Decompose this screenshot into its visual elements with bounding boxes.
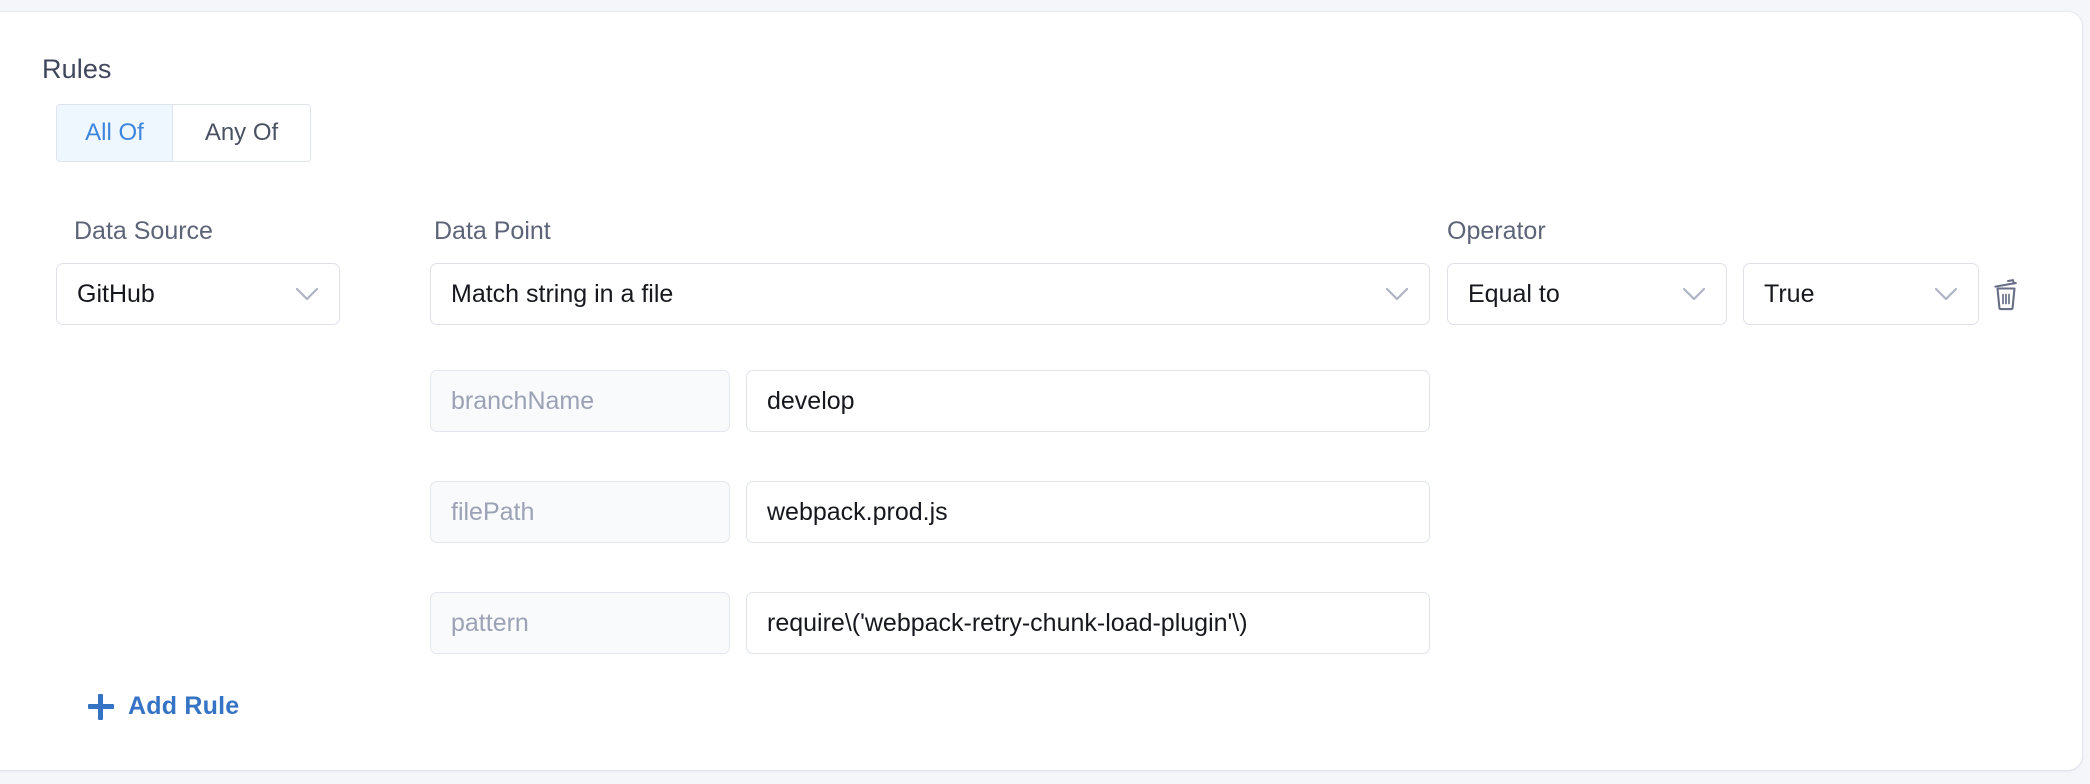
column-label-operator: Operator bbox=[1447, 217, 1546, 245]
add-rule-button[interactable]: Add Rule bbox=[88, 692, 239, 721]
param-value-field[interactable]: require\('webpack-retry-chunk-load-plugi… bbox=[746, 592, 1430, 654]
match-mode-toggle[interactable]: All Of Any Of bbox=[56, 104, 311, 162]
param-value-text: webpack.prod.js bbox=[767, 497, 948, 526]
page-title: Rules bbox=[42, 54, 112, 84]
chevron-down-icon bbox=[287, 263, 327, 325]
param-value-text: require\('webpack-retry-chunk-load-plugi… bbox=[767, 608, 1248, 637]
data-point-value: Match string in a file bbox=[451, 279, 674, 308]
param-key-field[interactable]: branchName bbox=[430, 370, 730, 432]
operator-value: Equal to bbox=[1468, 279, 1560, 308]
trash-icon bbox=[1989, 275, 2023, 314]
data-source-value: GitHub bbox=[77, 279, 155, 308]
param-value-field[interactable]: develop bbox=[746, 370, 1430, 432]
param-value-field[interactable]: webpack.prod.js bbox=[746, 481, 1430, 543]
param-value-text: develop bbox=[767, 386, 855, 415]
param-key-field[interactable]: filePath bbox=[430, 481, 730, 543]
chevron-down-icon bbox=[1377, 263, 1417, 325]
comparison-value: True bbox=[1764, 279, 1815, 308]
plus-icon bbox=[88, 693, 114, 720]
toggle-all-of[interactable]: All Of bbox=[57, 105, 172, 161]
comparison-value-select[interactable]: True bbox=[1743, 263, 1979, 325]
chevron-down-icon bbox=[1674, 263, 1714, 325]
param-key-label: pattern bbox=[451, 608, 529, 637]
operator-select[interactable]: Equal to bbox=[1447, 263, 1727, 325]
column-label-data-point: Data Point bbox=[434, 217, 551, 245]
param-key-label: branchName bbox=[451, 386, 595, 415]
add-rule-label: Add Rule bbox=[128, 692, 240, 720]
data-point-select[interactable]: Match string in a file bbox=[430, 263, 1430, 325]
column-label-data-source: Data Source bbox=[74, 217, 213, 245]
chevron-down-icon bbox=[1926, 263, 1966, 325]
delete-rule-button[interactable] bbox=[1980, 268, 2032, 320]
param-key-label: filePath bbox=[451, 497, 535, 526]
param-key-field[interactable]: pattern bbox=[430, 592, 730, 654]
toggle-any-of[interactable]: Any Of bbox=[172, 105, 310, 161]
data-source-select[interactable]: GitHub bbox=[56, 263, 340, 325]
